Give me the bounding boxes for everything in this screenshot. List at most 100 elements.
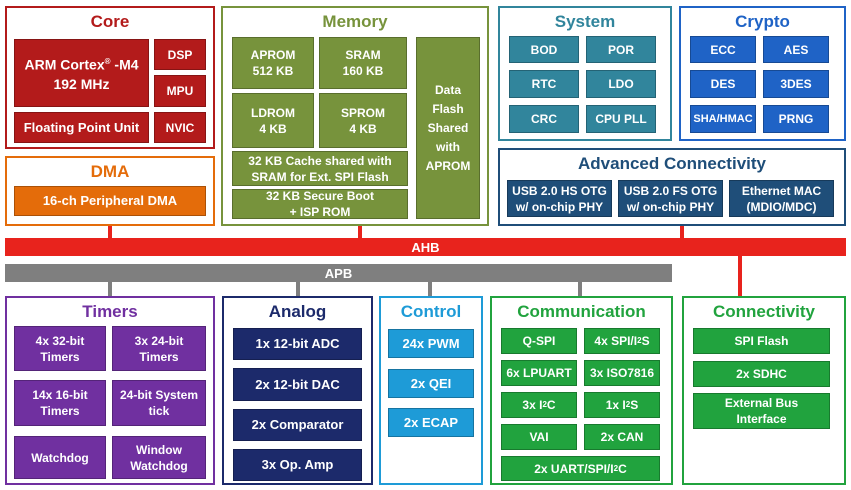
comparator-block: 2x Comparator — [233, 409, 362, 441]
pwm-block: 24x PWM — [388, 329, 474, 358]
prng-block: PRNG — [763, 105, 829, 133]
i2s-sup: 2 — [625, 400, 631, 409]
dma-title: DMA — [90, 162, 130, 181]
usb-fs-otg-block: USB 2.0 FS OTG w/ on-chip PHY — [618, 180, 723, 217]
sprom-block: SPROM 4 KB — [319, 93, 407, 148]
connectivity-title: Connectivity — [712, 302, 816, 321]
mpu-block: MPU — [154, 75, 206, 107]
system-tick-block: 24-bit System tick — [112, 380, 206, 426]
fpu-block: Floating Point Unit — [14, 112, 149, 143]
rtc-block: RTC — [509, 70, 579, 98]
advanced-ahb-connector — [680, 226, 684, 238]
communication-title: Communication — [517, 302, 646, 321]
i2s-text: 1x I — [605, 398, 626, 412]
uart-post: C — [618, 461, 627, 476]
sha-hmac-block: SHA/HMAC — [690, 105, 756, 133]
advanced-connectivity-title: Advanced Connectivity — [578, 154, 766, 173]
i2c-sup: 2 — [542, 400, 547, 409]
lpuart-block: 6x LPUART — [501, 360, 577, 386]
timers-panel: Timers 4x 32-bit Timers 3x 24-bit Timers… — [5, 296, 215, 485]
dma-panel: DMA 16-ch Peripheral DMA — [5, 156, 215, 226]
cpu-frequency: 192 MHz — [53, 75, 110, 92]
bod-block: BOD — [509, 36, 579, 63]
24bit-timers-block: 3x 24-bit Timers — [112, 326, 206, 371]
por-block: POR — [586, 36, 656, 63]
system-panel: System BOD POR RTC LDO CRC CPU PLL — [498, 6, 672, 141]
system-title: System — [554, 12, 616, 31]
control-apb-connector — [428, 282, 432, 296]
16bit-timers-block: 14x 16-bit Timers — [14, 380, 106, 426]
i2c-post: C — [546, 398, 556, 412]
aes-block: AES — [763, 36, 829, 63]
spi-i2s-post: S — [641, 334, 650, 348]
uart-sup: 2 — [613, 463, 619, 473]
cache-block: 32 KB Cache shared with SRAM for Ext. SP… — [232, 151, 408, 186]
ethernet-mac-block: Ethernet MAC (MDIO/MDC) — [729, 180, 834, 217]
des-block: DES — [690, 70, 756, 98]
spi-flash-block: SPI Flash — [693, 328, 830, 354]
memory-title: Memory — [322, 12, 388, 31]
ecc-block: ECC — [690, 36, 756, 63]
core-ahb-connector — [108, 226, 112, 238]
cpu-registered-mark: ® — [104, 57, 111, 67]
3des-block: 3DES — [763, 70, 829, 98]
sdhc-block: 2x SDHC — [693, 361, 830, 387]
cpu-name: ARM Cortex — [24, 56, 105, 73]
ecap-block: 2x ECAP — [388, 408, 474, 437]
ahb-bus: AHB — [5, 238, 846, 256]
control-title: Control — [400, 302, 462, 321]
32bit-timers-block: 4x 32-bit Timers — [14, 326, 106, 371]
core-title: Core — [90, 12, 130, 31]
vai-block: VAI — [501, 424, 577, 450]
analog-panel: Analog 1x 12-bit ADC 2x 12-bit DAC 2x Co… — [222, 296, 373, 485]
memory-ahb-connector — [358, 226, 362, 238]
nvic-block: NVIC — [154, 112, 206, 143]
timers-apb-connector — [108, 282, 112, 296]
watchdog-block: Watchdog — [14, 436, 106, 479]
qei-block: 2x QEI — [388, 369, 474, 398]
ldo-block: LDO — [586, 70, 656, 98]
uart-text: 2x UART/SPI/I — [534, 461, 614, 476]
window-watchdog-block: Window Watchdog — [112, 436, 206, 479]
cpu-pll-block: CPU PLL — [586, 105, 656, 133]
sram-block: SRAM 160 KB — [319, 37, 407, 89]
op-amp-block: 3x Op. Amp — [233, 449, 362, 481]
qspi-block: Q-SPI — [501, 328, 577, 354]
advanced-connectivity-panel: Advanced Connectivity USB 2.0 HS OTG w/ … — [498, 148, 846, 226]
timers-title: Timers — [82, 302, 138, 321]
usb-hs-otg-block: USB 2.0 HS OTG w/ on-chip PHY — [507, 180, 612, 217]
connectivity-ahb-connector — [738, 256, 742, 296]
cpu-suffix: -M4 — [110, 56, 139, 73]
dsp-block: DSP — [154, 39, 206, 70]
i2c-text: 3x I — [522, 398, 543, 412]
dma-block: 16-ch Peripheral DMA — [14, 186, 206, 216]
crypto-title: Crypto — [735, 12, 790, 31]
spi-i2s-sup: 2 — [637, 336, 642, 345]
connectivity-panel: Connectivity SPI Flash 2x SDHC External … — [682, 296, 846, 485]
spi-i2s-text: 4x SPI/I — [594, 334, 638, 348]
adc-block: 1x 12-bit ADC — [233, 328, 362, 360]
apb-bus: APB — [5, 264, 672, 282]
external-bus-block: External Bus Interface — [693, 393, 830, 429]
secure-boot-block: 32 KB Secure Boot + ISP ROM — [232, 189, 408, 219]
crypto-panel: Crypto ECC AES DES 3DES SHA/HMAC PRNG — [679, 6, 846, 141]
ldrom-block: LDROM 4 KB — [232, 93, 314, 148]
analog-apb-connector — [296, 282, 300, 296]
memory-panel: Memory APROM 512 KB SRAM 160 KB LDROM 4 … — [221, 6, 489, 226]
aprom-block: APROM 512 KB — [232, 37, 314, 89]
i2s-post: S — [630, 398, 639, 412]
dataflash-block: Data Flash Shared with APROM — [416, 37, 480, 219]
iso7816-block: 3x ISO7816 — [584, 360, 660, 386]
cpu-block: ARM Cortex® -M4 192 MHz — [14, 39, 149, 107]
communication-apb-connector — [578, 282, 582, 296]
core-panel: Core ARM Cortex® -M4 192 MHz Floating Po… — [5, 6, 215, 149]
dac-block: 2x 12-bit DAC — [233, 368, 362, 401]
can-block: 2x CAN — [584, 424, 660, 450]
control-panel: Control 24x PWM 2x QEI 2x ECAP — [379, 296, 483, 485]
analog-title: Analog — [268, 302, 327, 321]
